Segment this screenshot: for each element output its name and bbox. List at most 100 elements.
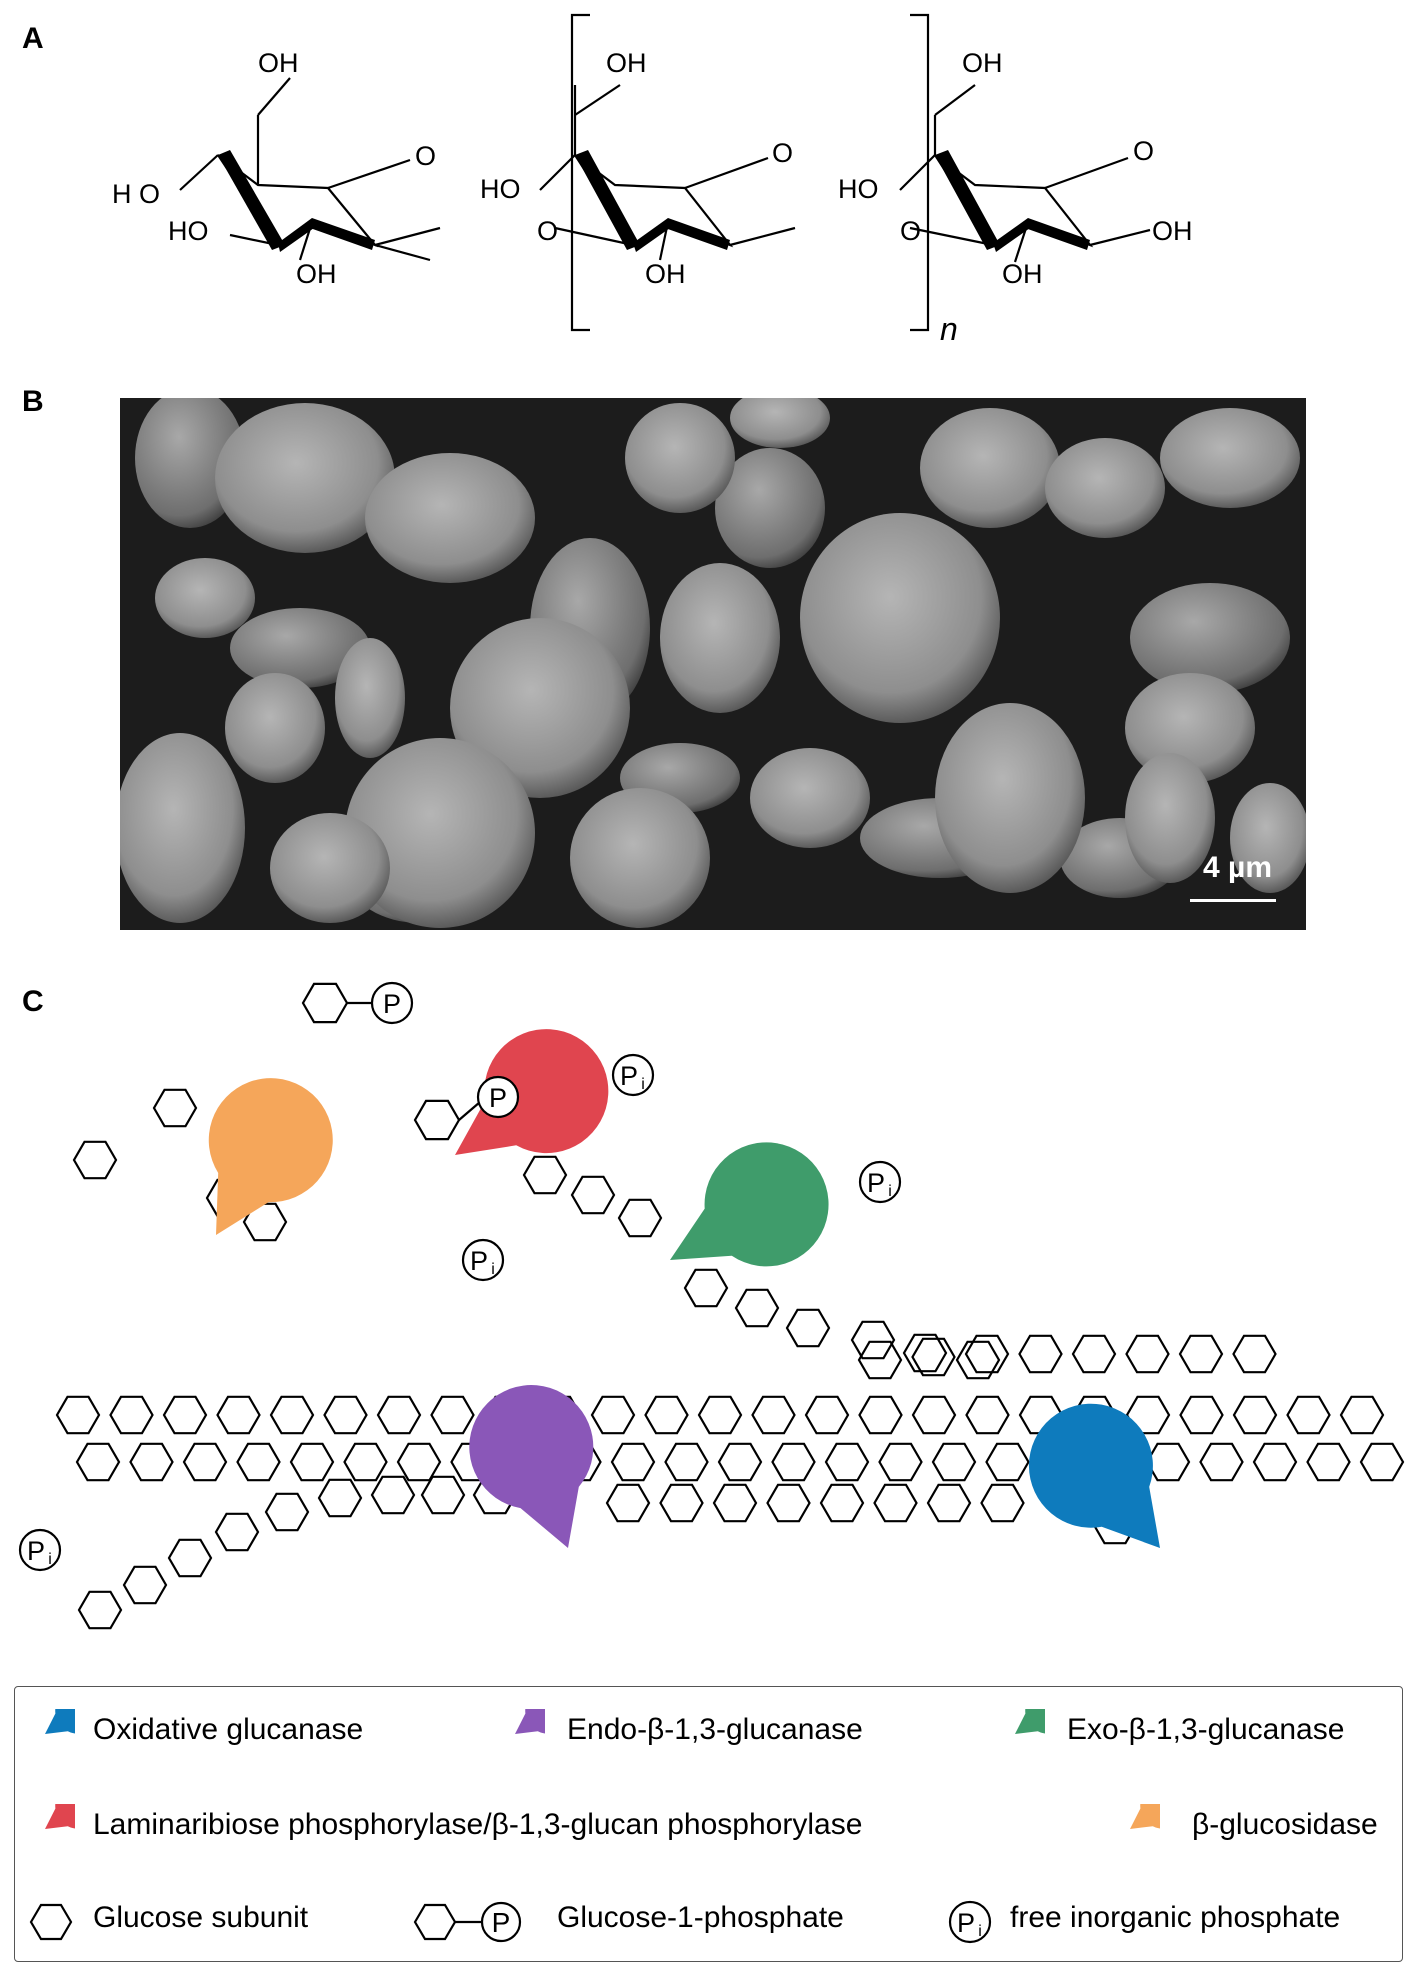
- glucose-hexagon: [980, 1483, 1025, 1523]
- legend-label: free inorganic phosphate: [1010, 1901, 1341, 1934]
- glucose-hexagon: [617, 1198, 663, 1238]
- glucose-hexagon: [343, 1442, 388, 1482]
- glucose-hexagon: [77, 1590, 123, 1630]
- oh-label: OH: [962, 48, 1003, 78]
- glucose-hexagon: [236, 1442, 281, 1482]
- inorganic-phosphate-icon: P i: [948, 1900, 992, 1944]
- glucose-hexagon: [269, 1395, 315, 1435]
- phosphate-group: P: [370, 981, 414, 1025]
- glucose-hexagon: [850, 1320, 896, 1360]
- phosphate-symbol: P: [489, 1083, 507, 1113]
- glucose-hexagon: [965, 1395, 1010, 1435]
- phosphorylase-pacman: [455, 1029, 609, 1155]
- phosphate-subscript: i: [888, 1183, 892, 1200]
- glucose-hexagon: [804, 1395, 850, 1435]
- glucose-hexagon: [301, 982, 349, 1024]
- glucose-hexagon: [264, 1492, 310, 1532]
- legend-label: Laminaribiose phosphorylase/β-1,3-glucan…: [93, 1808, 863, 1841]
- glucose-hexagon: [590, 1395, 636, 1435]
- glucose-hexagon: [570, 1175, 616, 1215]
- glucose-hexagon: [376, 1395, 422, 1435]
- oh-label: OH: [296, 259, 337, 289]
- phosphate-symbol: P: [383, 989, 401, 1019]
- glucose-hexagon: [216, 1395, 261, 1435]
- legend-glucose-1-phosphate: P Glucose-1-phosphate: [405, 1897, 925, 1947]
- glucose-hexagon: [911, 1395, 957, 1435]
- legend: Oxidative glucanase Endo-β-1,3-glucanase…: [14, 1686, 1403, 1962]
- glucose-hexagon: [1252, 1442, 1298, 1482]
- glucose-hexagon: [129, 1442, 174, 1482]
- scale-bar-label: 4 µm: [1203, 851, 1272, 884]
- glucose-hexagon: [857, 1340, 903, 1380]
- glucose-hexagon: [72, 1140, 118, 1180]
- glucose-hexagon: [1125, 1395, 1171, 1435]
- glucose-hexagon: [182, 1442, 228, 1482]
- glucose-hexagon: [1125, 1334, 1170, 1374]
- glucose-hexagon: [55, 1395, 101, 1435]
- ring-oxygen: O: [415, 141, 436, 171]
- glucose-hexagon: [697, 1395, 743, 1435]
- phosphate-subscript: i: [491, 1261, 495, 1278]
- legend-label: Oxidative glucanase: [93, 1713, 364, 1746]
- legend-oxidative-glucanase: Oxidative glucanase: [15, 1709, 435, 1759]
- glucan-structure: OH O H O HO OH O OH O HO OH O OH O HO OH…: [112, 13, 1193, 347]
- sem-particles: [120, 398, 1306, 930]
- ho-label: HO: [838, 174, 879, 204]
- glucosidase-pacman: [208, 1078, 333, 1235]
- ring-oxygen: O: [1133, 136, 1154, 166]
- glucose-hexagon: [167, 1538, 213, 1578]
- legend-inorganic-phosphate: P i free inorganic phosphate: [940, 1897, 1400, 1947]
- glucose-hexagon: [771, 1442, 816, 1482]
- glucose-hexagon: [683, 1268, 729, 1308]
- legend-label: Endo-β-1,3-glucanase: [567, 1713, 863, 1746]
- ho-label: HO: [168, 216, 209, 246]
- sem-micrograph: 4 µm: [120, 398, 1306, 930]
- phosphate-symbol: P: [957, 1908, 975, 1938]
- link-oxygen: O: [900, 216, 921, 246]
- glucose-hexagon: [75, 1442, 121, 1482]
- glucose-hexagon: [985, 1442, 1030, 1482]
- glucose-hexagon: [664, 1442, 709, 1482]
- glucose-hexagon: [717, 1442, 763, 1482]
- glucose-hexagon: [152, 1088, 198, 1128]
- legend-glucose-subunit: Glucose subunit: [15, 1897, 395, 1947]
- panel-label-c: C: [22, 985, 44, 1018]
- phosphate-symbol: P: [27, 1536, 45, 1566]
- oh-label: OH: [258, 48, 299, 78]
- phosphate-subscript: i: [48, 1551, 52, 1568]
- endo-glucanase-pacman: [469, 1385, 594, 1548]
- pacman-icon: [45, 1709, 75, 1734]
- glucose-hexagon: [420, 1475, 466, 1515]
- legend-glucosidase: β-glucosidase: [1100, 1804, 1400, 1854]
- glucose-hexagon: [317, 1478, 363, 1518]
- glucose-hexagon: [242, 1202, 288, 1242]
- phosphate-bond: [458, 1101, 481, 1121]
- oh-label: OH: [1002, 259, 1043, 289]
- glucose-hexagon: [122, 1565, 168, 1605]
- glucose-hexagon: [878, 1442, 923, 1482]
- glucose-hexagon: [1232, 1334, 1277, 1374]
- pacman-icon: [1130, 1804, 1160, 1829]
- glucose-hexagon: [605, 1483, 651, 1523]
- glucose-hexagon: [413, 1099, 461, 1141]
- glucose-hexagon: [824, 1442, 870, 1482]
- glucose-hexagon: [323, 1395, 368, 1435]
- panel-label-b: B: [22, 385, 44, 418]
- legend-phosphorylase: Laminaribiose phosphorylase/β-1,3-glucan…: [15, 1804, 1015, 1854]
- oh-label: OH: [645, 259, 686, 289]
- glucose-hexagon: [902, 1333, 948, 1373]
- legend-label: β-glucosidase: [1192, 1808, 1378, 1841]
- phosphate-subscript: i: [641, 1076, 645, 1093]
- legend-label: Exo-β-1,3-glucanase: [1067, 1713, 1345, 1746]
- phosphate-symbol: P: [867, 1168, 885, 1198]
- ho-label: H O: [112, 179, 160, 209]
- link-oxygen: O: [537, 216, 558, 246]
- phosphate-symbol: P: [492, 1907, 511, 1938]
- pacman-icon: [1015, 1709, 1045, 1734]
- glucose-hexagon: [785, 1308, 831, 1348]
- glucose-hexagon: [964, 1334, 1010, 1374]
- glucose-hexagon: [911, 1337, 956, 1377]
- glucose-hexagon: [1339, 1395, 1385, 1435]
